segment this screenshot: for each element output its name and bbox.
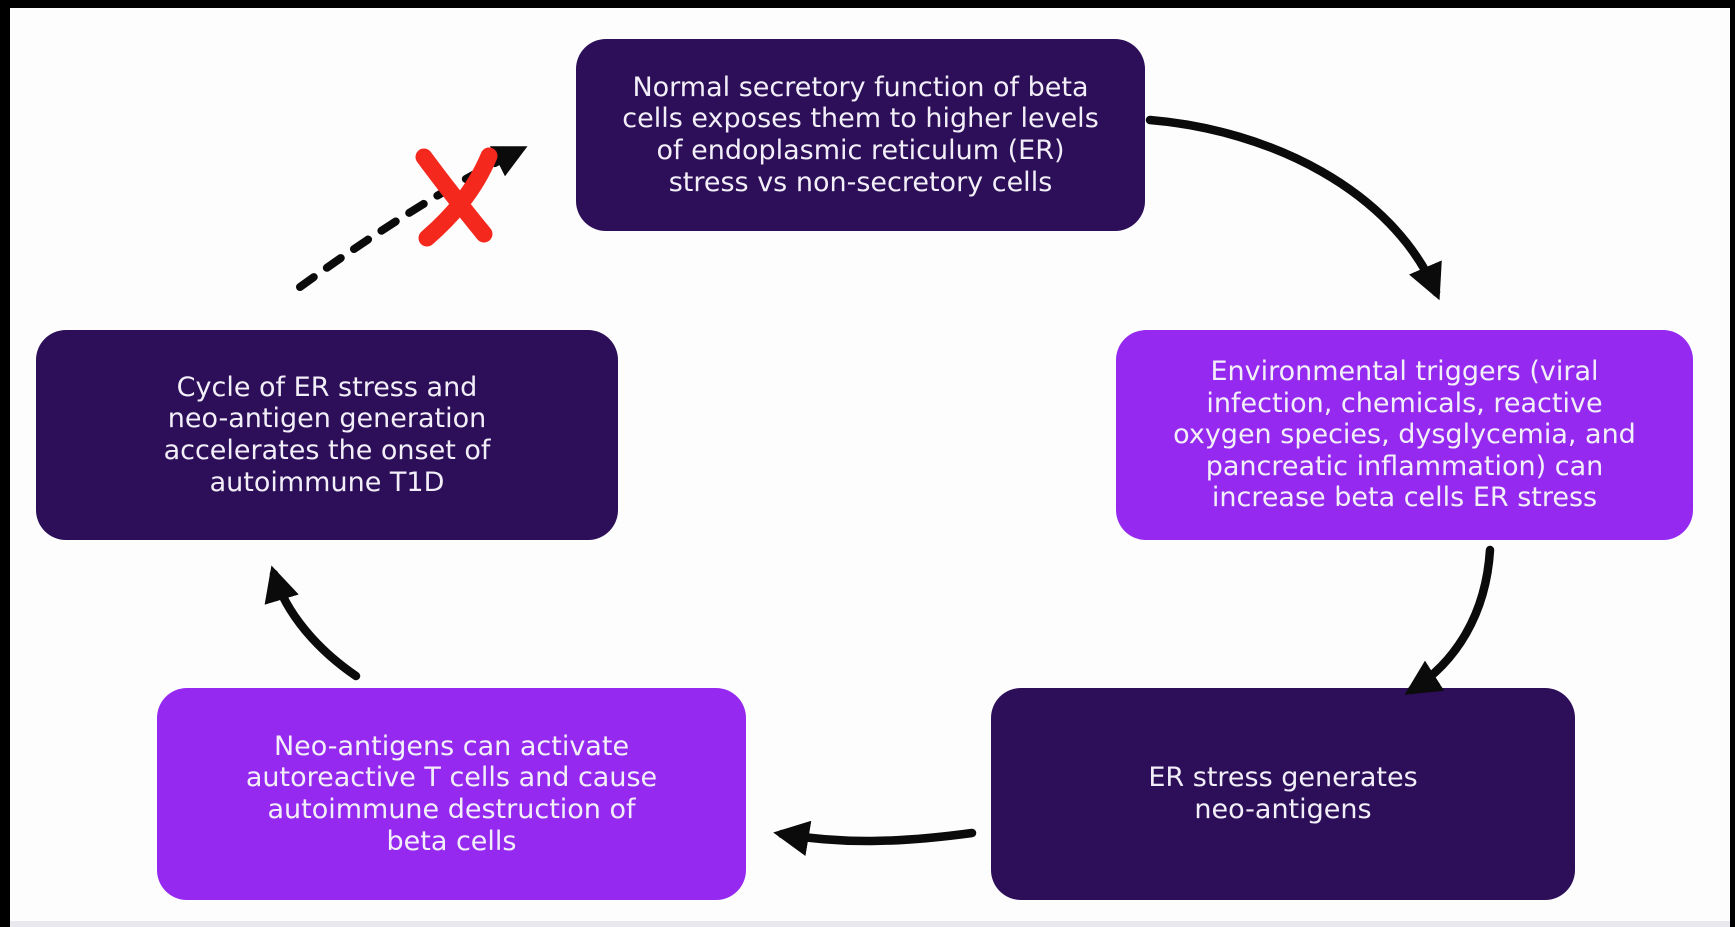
node-text: Normal secretory function of beta cells …: [622, 71, 1099, 198]
node-text: Environmental triggers (viral infection,…: [1173, 356, 1636, 514]
node-text: Neo-antigens can activate autoreactive T…: [245, 730, 658, 857]
slide-bottom-strip: [10, 921, 1730, 927]
node-er-stress-generates-neoantigens: ER stress generates neo-antigens: [991, 688, 1575, 900]
node-text: ER stress generates neo-antigens: [1148, 762, 1418, 825]
node-neoantigens-activate-t-cells: Neo-antigens can activate autoreactive T…: [157, 688, 746, 900]
node-normal-secretory: Normal secretory function of beta cells …: [576, 39, 1145, 231]
node-cycle-accelerates-t1d: Cycle of ER stress and neo-antigen gener…: [36, 330, 618, 540]
node-text: Cycle of ER stress and neo-antigen gener…: [163, 371, 491, 498]
node-environmental-triggers: Environmental triggers (viral infection,…: [1116, 330, 1693, 540]
